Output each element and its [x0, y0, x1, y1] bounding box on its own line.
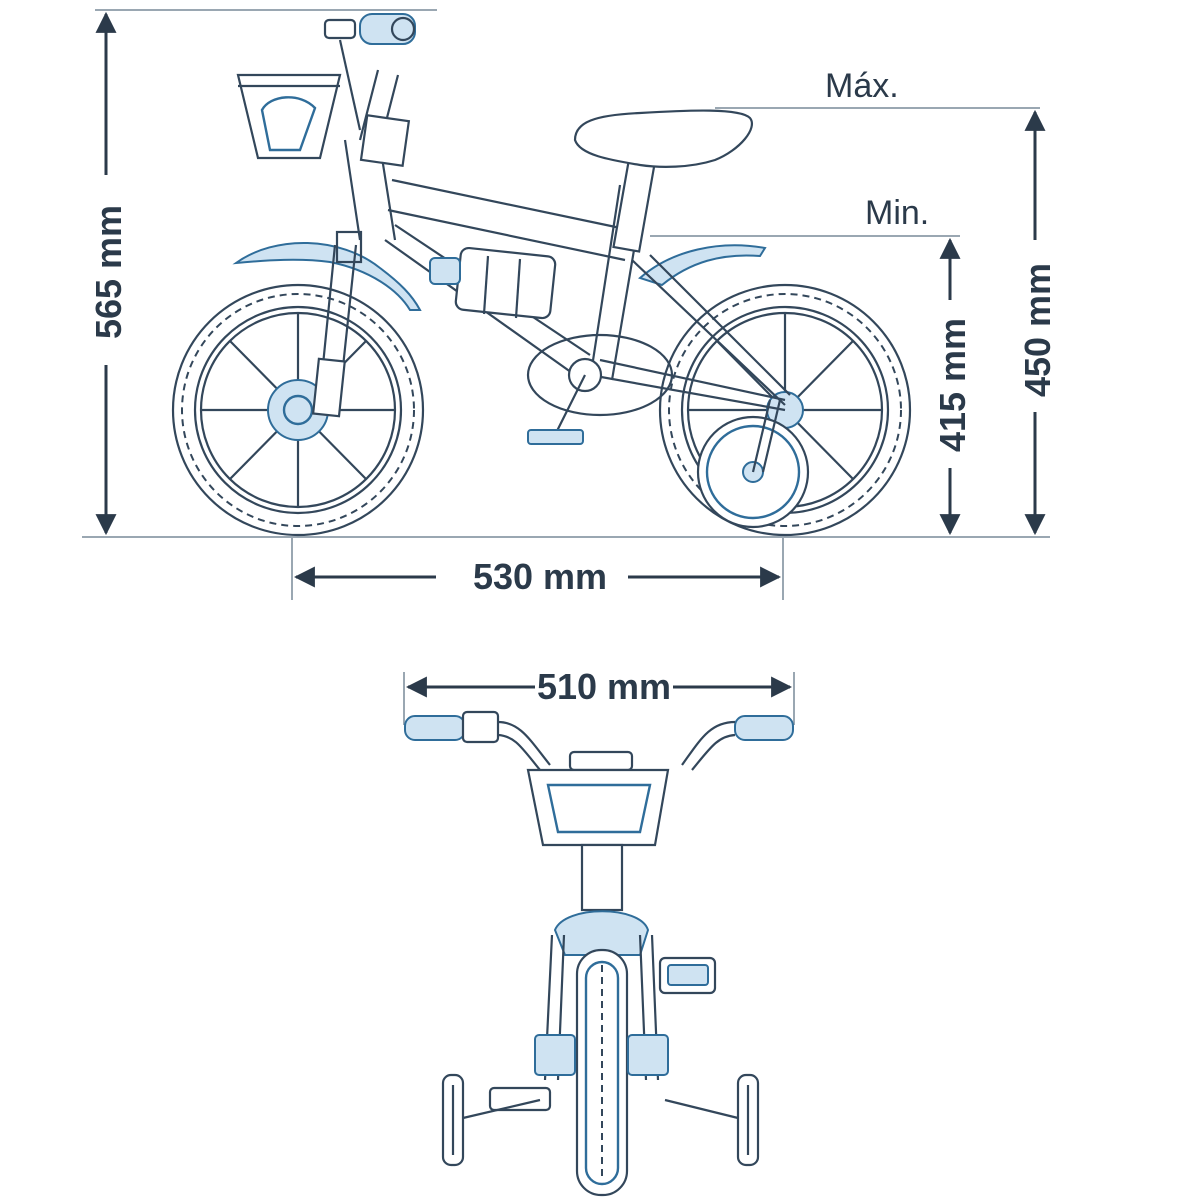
handlebar-width-dimension: 510 mm	[403, 666, 795, 725]
handlebar-front	[404, 710, 794, 771]
seat-max-height-label: 450 mm	[1017, 263, 1058, 397]
seat-max-height-dimension: 450 mm	[1017, 109, 1058, 536]
handlebar-side	[323, 13, 416, 131]
overall-height-label: 565 mm	[88, 205, 129, 339]
frame-top-tube	[387, 178, 631, 262]
front-fender-front	[553, 910, 650, 956]
wheelbase-label: 530 mm	[473, 556, 607, 597]
front-fender	[232, 241, 422, 311]
seat-max-label: Máx.	[825, 67, 899, 105]
fork-front	[543, 934, 660, 1081]
front-tire-front-view	[575, 948, 629, 1197]
bike-front-illustration	[404, 710, 794, 1197]
seat-min-height-dimension: 415 mm	[932, 237, 973, 536]
water-bottle	[429, 246, 557, 320]
overall-height-dimension: 565 mm	[88, 11, 129, 536]
chain-guard	[526, 333, 674, 417]
head-tube-front	[580, 843, 624, 912]
wheelbase-dimension: 530 mm	[291, 537, 784, 600]
pedal-side	[527, 429, 584, 445]
training-wheel-side	[696, 399, 810, 529]
bike-side-illustration	[171, 13, 912, 537]
seat-post	[612, 152, 657, 253]
training-wheels-front-view	[441, 1073, 760, 1167]
basket-front	[526, 750, 670, 847]
front-view: 510 mm	[403, 666, 795, 1197]
seat	[573, 109, 753, 168]
seat-min-label: Min.	[865, 194, 929, 232]
basket-side	[236, 73, 342, 160]
front-wheel	[171, 283, 425, 537]
side-view: 565 mm 530 mm Máx. Min. 415 mm 450 mm	[82, 9, 1058, 600]
seat-min-height-label: 415 mm	[932, 318, 973, 452]
handlebar-width-label: 510 mm	[537, 666, 671, 707]
